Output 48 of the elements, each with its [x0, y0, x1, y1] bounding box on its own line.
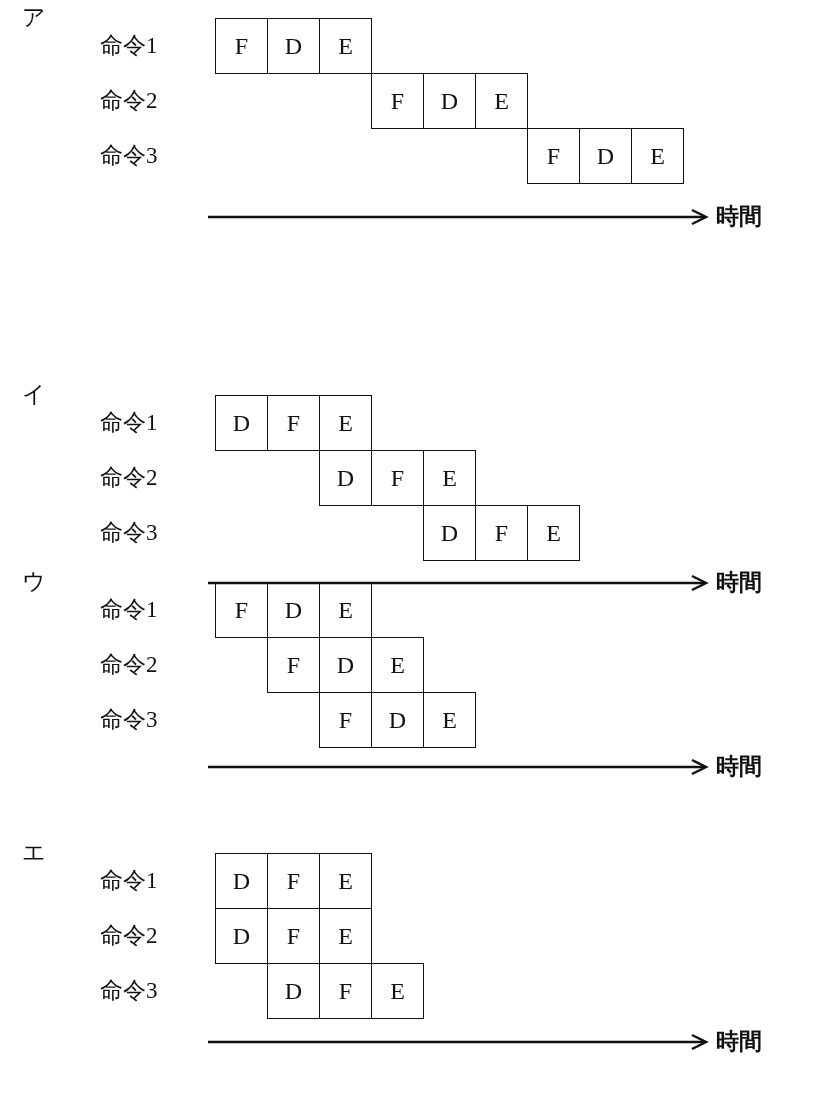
instruction-label: 命令1: [100, 869, 158, 892]
pipeline-stage-cell: E: [423, 692, 476, 748]
instruction-label: 命令2: [100, 466, 158, 489]
instruction-label: 命令3: [100, 979, 158, 1002]
option-letter: ウ: [22, 570, 46, 593]
pipeline-stage-cell: F: [267, 637, 320, 693]
pipeline-stage-cell: D: [267, 963, 320, 1019]
instruction-label: 命令3: [100, 521, 158, 544]
pipeline-stage-cell: E: [527, 505, 580, 561]
axis-label: 時間: [716, 755, 762, 778]
instruction-label: 命令1: [100, 411, 158, 434]
instruction-label: 命令2: [100, 924, 158, 947]
pipeline-stage-cell: E: [319, 395, 372, 451]
pipeline-stage-cell: D: [215, 908, 268, 964]
pipeline-stage-cell: E: [423, 450, 476, 506]
option-letter: エ: [22, 841, 46, 864]
option-letter: イ: [22, 383, 46, 406]
instruction-label: 命令3: [100, 144, 158, 167]
axis-label: 時間: [716, 571, 762, 594]
pipeline-stage-cell: E: [631, 128, 684, 184]
pipeline-stage-cell: D: [423, 505, 476, 561]
pipeline-stage-cell: E: [475, 73, 528, 129]
axis-label: 時間: [716, 1030, 762, 1053]
pipeline-stage-cell: D: [319, 450, 372, 506]
pipeline-stage-cell: E: [319, 853, 372, 909]
pipeline-stage-cell: F: [371, 73, 424, 129]
pipeline-stage-cell: F: [371, 450, 424, 506]
pipeline-stage-cell: F: [319, 692, 372, 748]
option-letter: ア: [22, 6, 46, 29]
pipeline-stage-cell: D: [267, 18, 320, 74]
pipeline-stage-cell: F: [475, 505, 528, 561]
instruction-label: 命令1: [100, 34, 158, 57]
pipeline-stage-cell: D: [579, 128, 632, 184]
pipeline-stage-cell: D: [215, 395, 268, 451]
pipeline-stage-cell: E: [371, 637, 424, 693]
instruction-label: 命令2: [100, 89, 158, 112]
pipeline-stage-cell: D: [423, 73, 476, 129]
pipeline-stage-cell: F: [267, 395, 320, 451]
instruction-label: 命令3: [100, 708, 158, 731]
axis-label: 時間: [716, 205, 762, 228]
pipeline-stage-cell: F: [215, 582, 268, 638]
pipeline-stage-cell: E: [319, 18, 372, 74]
pipeline-stage-cell: D: [215, 853, 268, 909]
instruction-label: 命令1: [100, 598, 158, 621]
pipeline-stage-cell: F: [527, 128, 580, 184]
pipeline-stage-cell: F: [215, 18, 268, 74]
instruction-label: 命令2: [100, 653, 158, 676]
pipeline-stage-cell: E: [371, 963, 424, 1019]
